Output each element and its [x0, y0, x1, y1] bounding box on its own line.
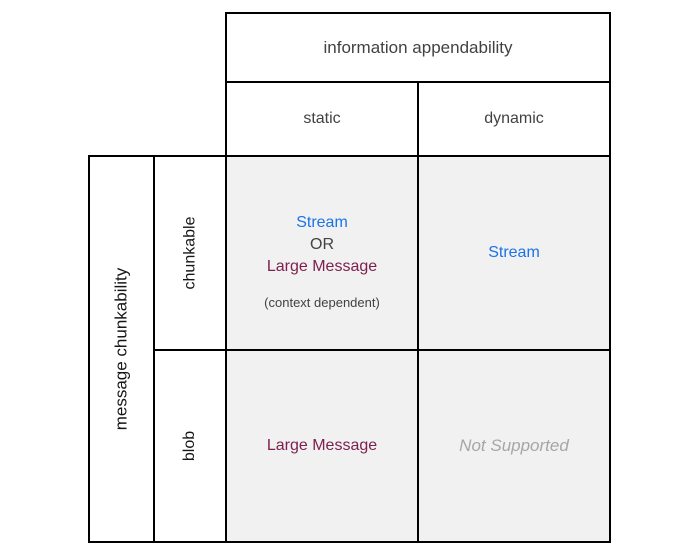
- row-axis-title: message chunkability: [111, 267, 131, 431]
- column-header-static: static: [225, 81, 419, 157]
- cell-blob-static-value: Large Message: [266, 437, 378, 454]
- cell-blob-dynamic: Not Supported: [417, 349, 611, 543]
- cell-chunkable-dynamic-value: Stream: [488, 244, 540, 261]
- row-header-blob-label: blob: [181, 430, 198, 462]
- cell-chunkable-static-option-large-message: Large Message: [266, 258, 378, 275]
- cell-blob-dynamic-value: Not Supported: [459, 436, 569, 455]
- column-axis-title-cell: information appendability: [225, 12, 611, 83]
- cell-chunkable-static-conjunction: OR: [310, 236, 334, 253]
- row-header-blob: blob: [153, 349, 227, 543]
- cell-chunkable-static-option-stream: Stream: [296, 214, 348, 231]
- cell-chunkable-dynamic: Stream: [417, 155, 611, 351]
- cell-blob-static: Large Message: [225, 349, 419, 543]
- column-header-dynamic-label: dynamic: [484, 110, 544, 127]
- column-axis-title: information appendability: [323, 37, 513, 57]
- column-header-static-label: static: [303, 110, 341, 127]
- cell-chunkable-static-note: (context dependent): [264, 295, 380, 310]
- column-header-dynamic: dynamic: [417, 81, 611, 157]
- cell-chunkable-static: Stream OR Large Message (context depende…: [225, 155, 419, 351]
- row-axis-title-cell: message chunkability: [88, 155, 155, 543]
- row-header-chunkable: chunkable: [153, 155, 227, 351]
- row-header-chunkable-label: chunkable: [181, 216, 199, 290]
